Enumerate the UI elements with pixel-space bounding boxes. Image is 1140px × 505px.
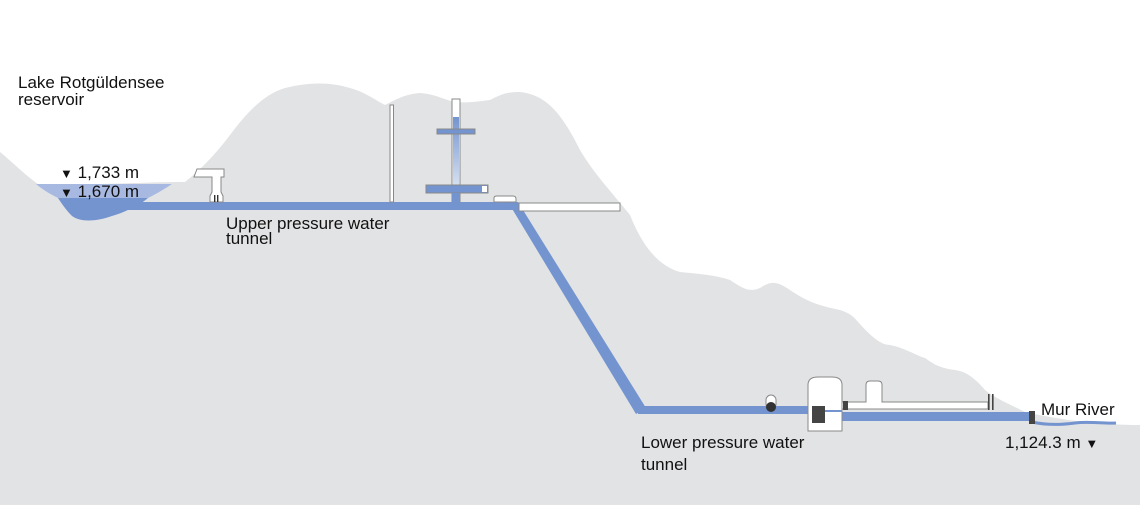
tailrace-tunnel <box>816 412 1034 421</box>
level-marker-icon: ▼ <box>1085 436 1099 451</box>
access-tunnel-upper <box>518 202 621 212</box>
surge-tank <box>425 98 489 203</box>
lower-valve <box>765 394 777 412</box>
outlet-gate <box>1029 411 1035 424</box>
upper-tunnel-label-line1: Upper pressure water <box>226 214 390 233</box>
mur-river <box>1031 420 1117 426</box>
max-level-value: 1,733 m <box>77 163 140 182</box>
river-level-value: 1,124.3 m <box>1005 433 1081 452</box>
powerhouse-access-tunnel <box>841 380 994 410</box>
powerhouse <box>807 376 843 432</box>
reservoir-type: reservoir <box>18 90 85 109</box>
reservoir-name: Lake Rotgüldensee <box>18 73 165 92</box>
upper-tunnel-label: Upper pressure water tunnel <box>226 214 390 248</box>
lower-tunnel-label: Lower pressure water tunnel <box>641 432 804 476</box>
level-marker-icon: ▼ <box>60 185 73 200</box>
valve-chamber <box>493 195 517 203</box>
penstock <box>508 202 646 414</box>
river-label: Mur River <box>1041 400 1115 419</box>
lower-tunnel-label-line1: Lower pressure water <box>641 433 805 452</box>
reservoir-upper-water <box>36 184 172 198</box>
lower-tunnel-label-line2: tunnel <box>641 455 688 474</box>
max-level-label: ▼ 1,733 m <box>60 164 139 182</box>
min-level-label: ▼ 1,670 m <box>60 183 139 201</box>
min-level-value: 1,670 m <box>77 182 140 201</box>
lower-pressure-tunnel <box>638 406 816 414</box>
reservoir-name-label: Lake Rotgüldensee reservoir <box>18 74 165 108</box>
river-level-label: 1,124.3 m ▼ <box>1005 434 1098 452</box>
upper-pressure-tunnel <box>110 202 516 210</box>
intake-structure <box>193 168 225 203</box>
level-marker-icon: ▼ <box>60 166 73 181</box>
access-shaft <box>389 104 394 203</box>
upper-tunnel-label-line2: tunnel <box>226 229 273 248</box>
